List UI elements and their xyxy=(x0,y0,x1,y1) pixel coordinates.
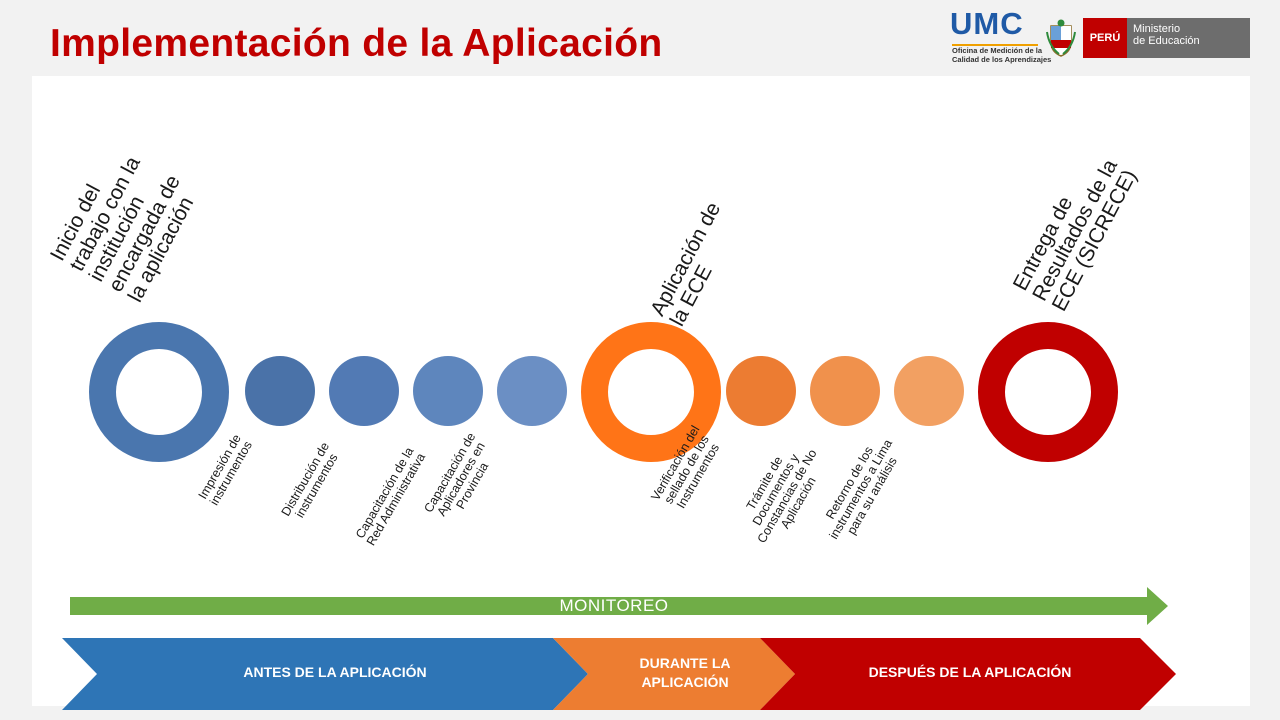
ministry-logo: Ministerio de Educación xyxy=(1127,18,1250,58)
coat-of-arms-icon xyxy=(1046,19,1076,57)
phase-during-chevron xyxy=(553,638,795,710)
step-dot-seal-verification xyxy=(726,356,796,426)
step-dot-documents xyxy=(810,356,880,426)
phase-during-label: DURANTE LA APLICACIÓN xyxy=(639,655,731,690)
monitoring-arrow xyxy=(70,587,1168,625)
step-dot-printing xyxy=(245,356,315,426)
step-dot-return xyxy=(894,356,964,426)
page-title: Implementación de la Aplicación xyxy=(50,22,663,65)
monitoring-label: MONITOREO xyxy=(559,596,669,615)
umc-logo-subtitle: Oficina de Medición de la Calidad de los… xyxy=(952,46,1052,64)
step-dot-distribution xyxy=(329,356,399,426)
umc-logo: UMC Oficina de Medición de la Calidad de… xyxy=(950,6,1051,70)
step-dot-admin-training xyxy=(413,356,483,426)
phase-before-chevron xyxy=(62,638,588,710)
umc-logo-underline xyxy=(952,44,1038,46)
umc-logo-text: UMC xyxy=(950,6,1024,41)
phase-after-chevron xyxy=(760,638,1176,710)
peru-logo: PERÚ xyxy=(1083,18,1127,58)
phase-after-label: DESPUÉS DE LA APLICACIÓN xyxy=(868,664,1072,680)
phase-before-label: ANTES DE LA APLICACIÓN xyxy=(243,664,427,680)
step-dot-applicator-training xyxy=(497,356,567,426)
